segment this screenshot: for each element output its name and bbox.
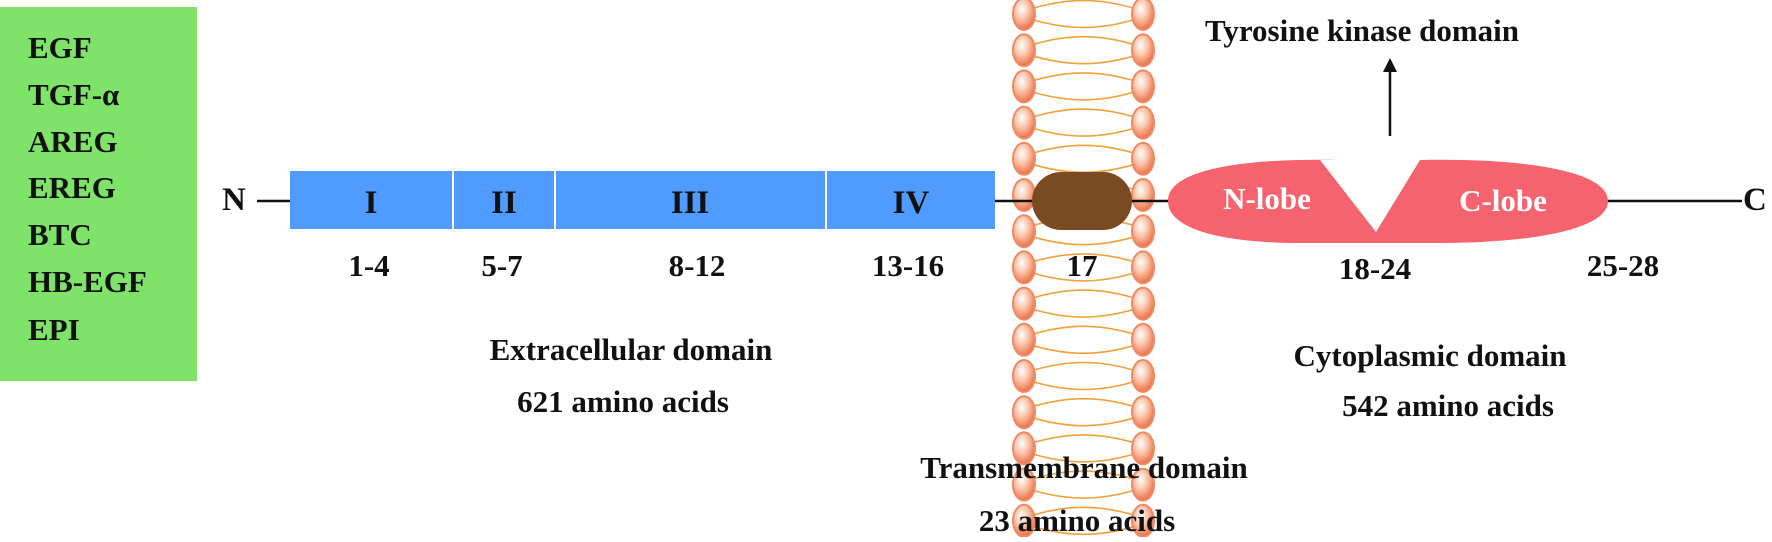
lipid-tail-pair — [1033, 0, 1134, 29]
exons-8-12-label: 8-12 — [669, 248, 726, 283]
lipid-head-inner — [1131, 69, 1155, 104]
extracellular-length: 621 amino acids — [517, 384, 729, 419]
tyrosine-kinase-domain — [1168, 159, 1608, 243]
ligand-ereg: EREG — [28, 170, 116, 205]
subdomain-iii-label: III — [671, 185, 710, 221]
exons-25-28-label: 25-28 — [1587, 248, 1659, 283]
ligand-areg: AREG — [28, 124, 118, 159]
transmembrane-length: 23 amino acids — [979, 503, 1175, 537]
lipid-tail-pair — [1033, 434, 1134, 463]
lipid-head-outer — [1012, 69, 1036, 104]
lipid-head-outer — [1012, 250, 1036, 285]
subdomain-i-box — [290, 171, 452, 229]
exon-17-label: 17 — [1067, 248, 1098, 283]
lipid-head-outer — [1012, 286, 1036, 321]
lipid-head-inner — [1131, 178, 1155, 212]
lipid-head-inner — [1131, 250, 1155, 285]
subdomain-iii-box — [556, 171, 825, 229]
lipid-head-outer — [1012, 178, 1036, 212]
n-terminus-label: N — [222, 182, 246, 218]
lipid-head-outer — [1012, 395, 1036, 430]
exons-13-16-label: 13-16 — [872, 248, 944, 283]
lipid-tail-pair — [1033, 397, 1134, 427]
tyrosine-kinase-label: Tyrosine kinase domain — [1205, 13, 1519, 48]
transmembrane-segment — [1032, 172, 1132, 230]
lipid-tail-pair — [1033, 108, 1134, 137]
ligand-epi: EPI — [28, 312, 80, 347]
lipid-tail-pair — [1033, 470, 1134, 499]
subdomain-ii-label: II — [491, 185, 517, 221]
lipid-tail-pair — [1033, 72, 1134, 101]
lipid-head-outer — [1012, 431, 1036, 466]
lipid-head-outer — [1012, 0, 1036, 31]
lipid-head-outer — [1012, 467, 1036, 502]
c-terminus-label: C — [1743, 182, 1767, 218]
lipid-tail-pair — [1033, 506, 1134, 536]
cytoplasmic-title: Cytoplasmic domain — [1294, 338, 1567, 373]
extracellular-title: Extracellular domain — [490, 332, 773, 367]
lipid-head-outer — [1012, 214, 1036, 249]
lipid-tail-pair — [1033, 144, 1134, 174]
lipid-tail-pair — [1033, 361, 1134, 391]
lipid-tail-pair — [1033, 35, 1134, 65]
lipid-head-inner — [1131, 141, 1155, 176]
lipid-head-inner — [1131, 359, 1155, 393]
lipid-head-inner — [1131, 467, 1155, 502]
lipid-head-inner — [1131, 322, 1155, 357]
lipid-head-outer — [1012, 33, 1036, 68]
lipid-tail-pair — [1033, 289, 1134, 318]
lipid-head-inner — [1131, 431, 1155, 466]
subdomain-ii-box — [454, 171, 554, 229]
transmembrane-title: Transmembrane domain — [920, 450, 1248, 485]
cytoplasmic-length: 542 amino acids — [1342, 388, 1554, 423]
ligand-box — [0, 7, 197, 381]
lipid-head-inner — [1131, 33, 1155, 68]
lipid-head-outer — [1012, 141, 1036, 176]
n-lobe-label: N-lobe — [1223, 181, 1311, 216]
exons-18-24-label: 18-24 — [1339, 251, 1411, 286]
exons-1-4-label: 1-4 — [348, 248, 389, 283]
lipid-head-inner — [1131, 214, 1155, 249]
c-lobe-label: C-lobe — [1459, 183, 1547, 218]
lipid-head-outer — [1012, 105, 1036, 140]
exons-5-7-label: 5-7 — [481, 248, 522, 283]
ligand-btc: BTC — [28, 217, 92, 252]
subdomain-iv-box — [827, 171, 995, 229]
lipid-head-inner — [1131, 105, 1155, 140]
lipid-head-inner — [1131, 0, 1155, 31]
lipid-head-outer — [1012, 359, 1036, 393]
ligand-hb-egf: HB-EGF — [28, 264, 147, 299]
lipid-head-inner — [1131, 395, 1155, 430]
subdomain-i-label: I — [365, 185, 378, 221]
lipid-tail-pair — [1033, 253, 1134, 282]
lipid-tail-pair — [1033, 325, 1134, 355]
ligand-egf: EGF — [28, 30, 92, 65]
subdomain-iv-label: IV — [893, 185, 930, 221]
ligand-tgf-alpha: TGF-α — [28, 77, 119, 112]
lipid-head-outer — [1012, 322, 1036, 357]
lipid-head-inner — [1131, 286, 1155, 321]
kinase-arrow-head-icon — [1383, 58, 1397, 72]
